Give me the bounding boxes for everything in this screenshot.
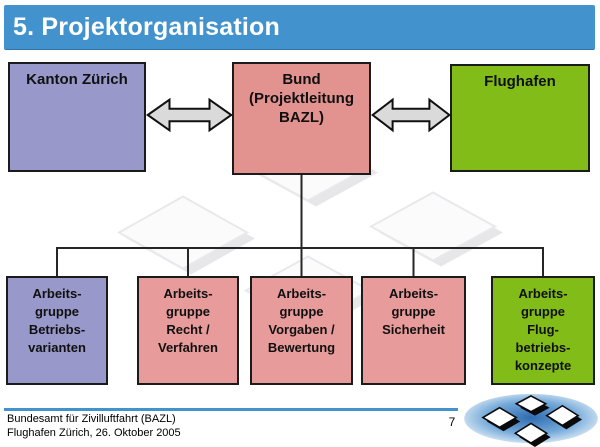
org-box-arbeitsgruppe-sicherheit: Arbeits- gruppe Sicherheit [361,276,466,385]
slide-title-bar: 5. Projektorganisation [4,5,595,50]
org-box-arbeitsgruppe-recht-verfahren: Arbeits- gruppe Recht / Verfahren [137,276,239,385]
slide-title: 5. Projektorganisation [13,12,280,41]
footer-line1: Bundesamt für Zivilluftfahrt (BAZL) [7,413,176,425]
org-box-kanton-zuerich: Kanton Zürich [8,62,146,172]
org-box-arbeitsgruppe-flugbetriebskonzepte: Arbeits- gruppe Flug- betriebs- konzepte [491,276,595,385]
double-arrow-icon-left [146,97,233,133]
double-arrow-icon-right [371,97,451,133]
org-box-arbeitsgruppe-betriebsvarianten: Arbeits- gruppe Betriebs- varianten [6,276,108,385]
org-box-arbeitsgruppe-vorgaben-bewertung: Arbeits- gruppe Vorgaben / Bewertung [250,276,353,385]
org-box-flughafen: Flughafen [450,64,590,172]
footer-divider [4,408,458,411]
footer-credits: Bundesamt für Zivilluftfahrt (BAZL) Flug… [7,413,181,440]
footer-line2: Flughafen Zürich, 26. Oktober 2005 [7,426,181,439]
org-box-bund-projektleitung-bazl: Bund (Projektleitung BAZL) [232,62,371,175]
page-number: 7 [448,415,456,429]
bazl-logo-icon [464,393,598,447]
